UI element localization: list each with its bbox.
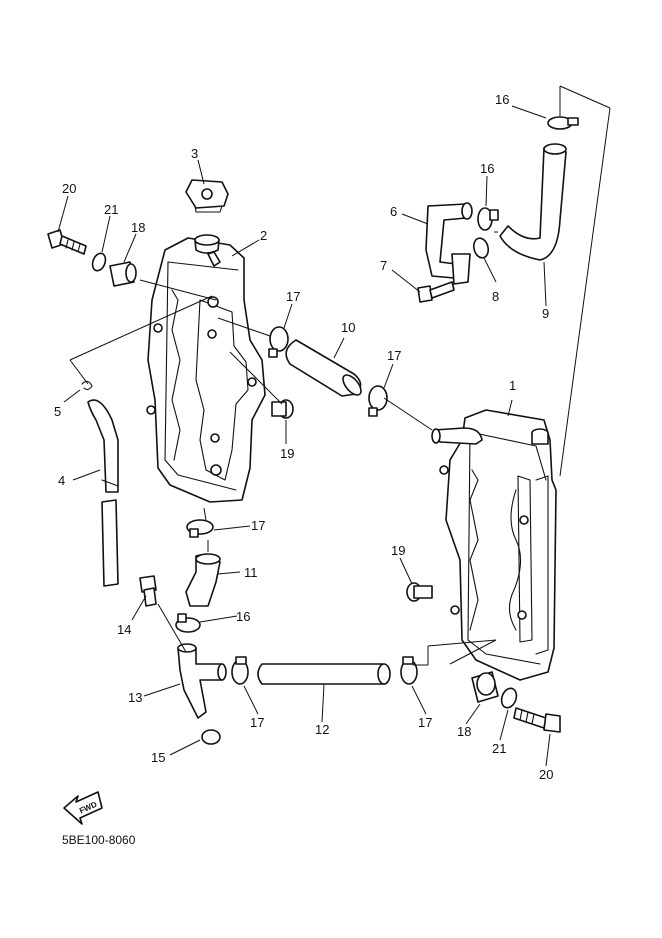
callout-5: 5 bbox=[54, 404, 61, 419]
callout-17-a: 17 bbox=[286, 289, 300, 304]
hose-9 bbox=[499, 143, 567, 261]
fwd-arrow-icon: FWD bbox=[63, 791, 103, 825]
callout-21-right: 21 bbox=[492, 741, 506, 756]
clamp-17-d bbox=[231, 656, 249, 685]
leader-lines bbox=[57, 105, 551, 767]
clip-5 bbox=[81, 380, 93, 391]
callout-17-e: 17 bbox=[418, 715, 432, 730]
o-ring-8 bbox=[472, 237, 490, 259]
pipe-6 bbox=[425, 202, 473, 285]
callout-16-low: 16 bbox=[236, 609, 250, 624]
bolt-7 bbox=[417, 281, 455, 303]
diagram-code: 5BE100-8060 bbox=[62, 833, 136, 847]
callout-7: 7 bbox=[380, 258, 387, 273]
radiator-cap bbox=[185, 179, 229, 213]
callout-20-left: 20 bbox=[62, 181, 76, 196]
callout-15: 15 bbox=[151, 750, 165, 765]
bolt-20-left bbox=[47, 229, 87, 255]
clamp-17-a bbox=[268, 326, 289, 358]
callout-19-right: 19 bbox=[391, 543, 405, 558]
o-ring-15 bbox=[201, 729, 221, 745]
bolt-14 bbox=[139, 575, 157, 607]
grommet-18-left bbox=[109, 261, 137, 287]
grommet-18-right bbox=[471, 671, 499, 703]
callout-3: 3 bbox=[191, 146, 198, 161]
clamp-17-b bbox=[368, 385, 388, 417]
collar-19-left bbox=[271, 399, 294, 419]
callout-14: 14 bbox=[117, 622, 131, 637]
callout-17-b: 17 bbox=[387, 348, 401, 363]
callout-18-right: 18 bbox=[457, 724, 471, 739]
clamp-16-low bbox=[175, 613, 201, 633]
callout-17-c: 17 bbox=[251, 518, 265, 533]
collar-19-right bbox=[406, 582, 433, 602]
right-radiator bbox=[431, 409, 557, 681]
callout-20-right: 20 bbox=[539, 767, 553, 782]
callout-8: 8 bbox=[492, 289, 499, 304]
clamp-17-c bbox=[186, 519, 214, 538]
hose-11 bbox=[185, 553, 221, 607]
pipe-13 bbox=[177, 643, 227, 719]
callout-16-top: 16 bbox=[495, 92, 509, 107]
washer-21-right bbox=[500, 687, 518, 709]
callout-21-left: 21 bbox=[104, 202, 118, 217]
callout-16-mid: 16 bbox=[480, 161, 494, 176]
washer-21-left bbox=[91, 252, 107, 272]
callout-11: 11 bbox=[244, 565, 258, 580]
callout-10: 10 bbox=[341, 320, 355, 335]
callout-4: 4 bbox=[58, 473, 65, 488]
callout-6: 6 bbox=[390, 204, 397, 219]
clamp-16-top bbox=[547, 116, 579, 130]
callout-9: 9 bbox=[542, 306, 549, 321]
hose-12 bbox=[257, 663, 391, 685]
callout-2: 2 bbox=[260, 228, 267, 243]
callout-17-d: 17 bbox=[250, 715, 264, 730]
callout-12: 12 bbox=[315, 722, 329, 737]
callout-13: 13 bbox=[128, 690, 142, 705]
callout-labels: 1 2 3 4 5 6 7 8 9 10 11 12 13 14 15 16 1… bbox=[54, 92, 553, 782]
clamp-17-e bbox=[400, 656, 418, 685]
hose-10 bbox=[285, 339, 362, 397]
clamp-16-mid bbox=[477, 207, 499, 231]
callout-1: 1 bbox=[509, 378, 516, 393]
hose-4 bbox=[87, 399, 119, 587]
assembly-lines bbox=[69, 85, 611, 666]
bolt-20-right bbox=[513, 707, 561, 733]
left-radiator bbox=[146, 234, 266, 503]
callout-19-left: 19 bbox=[280, 446, 294, 461]
callout-18-left: 18 bbox=[131, 220, 145, 235]
